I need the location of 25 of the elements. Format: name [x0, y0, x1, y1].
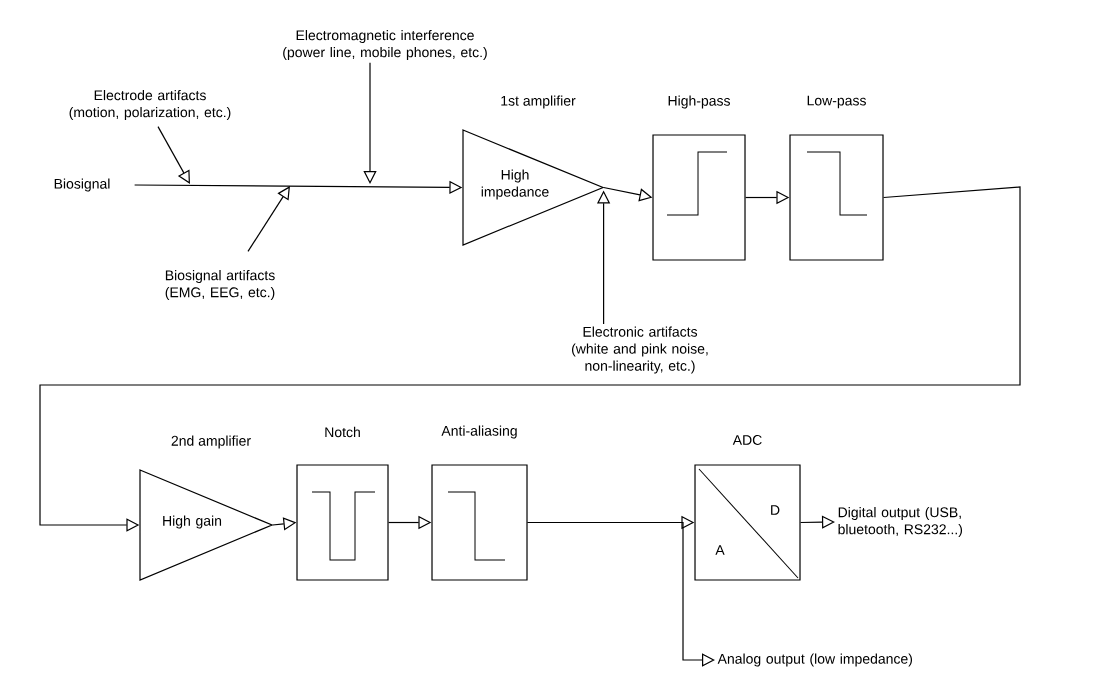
annotation-text: Biosignal artifacts (EMG, EEG, etc.) [165, 270, 275, 301]
annotation-text: Digital output (USB, bluetooth, RS232...) [838, 507, 963, 538]
node-label: D [771, 505, 780, 515]
block-label: 2nd amplifier [171, 435, 251, 449]
block-label: Notch [325, 426, 360, 438]
arrow [247, 186, 290, 252]
annotation-text: Analog output (low impedance) [717, 653, 913, 667]
arrow [527, 521, 715, 667]
arrow [363, 62, 377, 184]
annotation-text: Biosignal [54, 178, 110, 192]
amplifier-triangle: High impedance [462, 129, 605, 246]
converter-box: D A [694, 464, 801, 581]
annotation-text: Electromagnetic interference (power line, mobile phones, etc.) [283, 30, 487, 60]
arrow [39, 186, 1021, 532]
arrow [157, 126, 190, 184]
block-label: High-pass [668, 95, 730, 109]
arrow [800, 515, 835, 529]
annotation-text: Electronic artifacts (white and pink noise, non-linearity, etc.) [572, 326, 708, 374]
block-label: Low-pass [807, 95, 866, 109]
node-label: A [715, 545, 725, 555]
block-label: ADC [732, 435, 762, 445]
block-label: Anti-aliasing [441, 425, 517, 439]
amplifier-triangle: High gain [139, 469, 274, 581]
annotation-text: Electrode artifacts (motion, polarization, etc.) [69, 90, 231, 120]
block-label: 1st amplifier [501, 95, 576, 109]
